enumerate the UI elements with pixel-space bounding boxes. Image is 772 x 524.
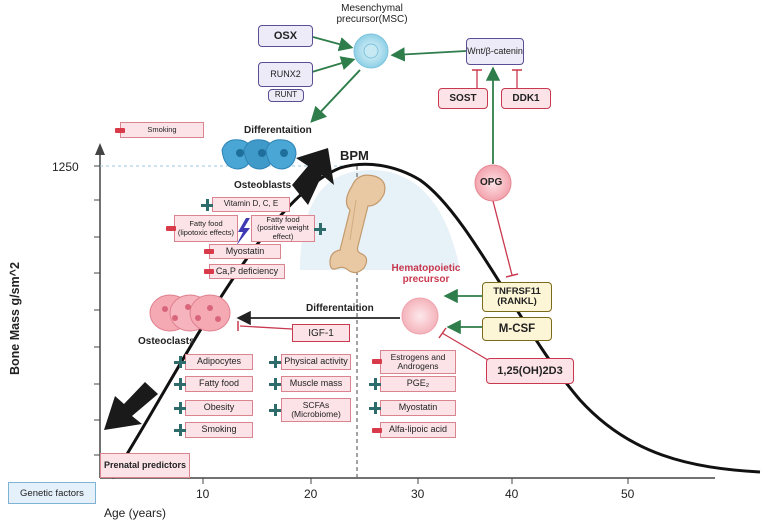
fatty-positive-plus-icon xyxy=(314,223,326,235)
fatty-food-box: Fatty food xyxy=(185,376,253,392)
smoking-plus-icon xyxy=(174,424,186,436)
osx-box: OSX xyxy=(258,25,313,47)
myostatin-bottom-plus-icon xyxy=(369,402,381,414)
scfas-box: SCFAs (Microbiome) xyxy=(281,398,351,422)
peak-gain-arrow xyxy=(292,148,334,205)
genetic-factors-box: Genetic factors xyxy=(8,482,96,504)
pge2-plus-icon xyxy=(369,378,381,390)
prenatal-box: Prenatal predictors xyxy=(100,453,190,478)
vitamin-box: Vitamin D, C, E xyxy=(212,197,290,212)
sost-box: SOST xyxy=(438,88,488,109)
myostatin-top-minus-icon xyxy=(204,249,214,254)
estrogens-minus-icon xyxy=(372,359,382,364)
scfas-plus-icon xyxy=(269,404,281,416)
differentiation-label: Differentaition xyxy=(306,303,374,314)
wnt-to-msc-arrow xyxy=(390,47,467,62)
x-axis-label: Age (years) xyxy=(104,506,167,520)
smoking-top-box: Smoking xyxy=(120,122,204,138)
osteoclasts-label: Osteoclasts xyxy=(138,336,195,347)
opg-label: OPG xyxy=(480,177,503,188)
y-tick-1250: 1250 xyxy=(52,160,79,174)
bpm-label: BPM xyxy=(340,148,369,163)
x-tick-10: 10 xyxy=(196,487,210,501)
runx2-box: RUNX2 xyxy=(258,62,313,87)
y-axis-arrow xyxy=(95,143,105,155)
wnt-box: Wnt/β-catenin xyxy=(466,38,524,65)
osx-to-msc-arrow xyxy=(312,36,354,52)
fatty-lipotoxic-minus-icon xyxy=(166,226,176,231)
ddk1-box: DDK1 xyxy=(501,88,551,109)
osteoclast-cells xyxy=(149,294,231,332)
ca-p-minus-icon xyxy=(204,269,214,274)
hematopoietic-cell xyxy=(401,297,439,335)
lightning-icon xyxy=(236,218,250,246)
x-tick-30: 30 xyxy=(411,487,425,501)
bone-mass-curve xyxy=(110,162,761,479)
y-axis-label: Bone Mass g/sm^2 xyxy=(8,262,22,375)
runt-box: RUNT xyxy=(268,89,304,102)
msc-to-osteoblast-arrow xyxy=(310,69,361,123)
loss-arrow xyxy=(104,382,158,430)
alfa-lipoic-box: Alfa-lipoic acid xyxy=(380,422,456,438)
vitd3-box: 1,25(OH)2D3 xyxy=(486,358,574,384)
igf1-box: IGF-1 xyxy=(292,324,350,342)
muscle-mass-box: Muscle mass xyxy=(281,376,351,392)
physical-activity-box: Physical activity xyxy=(281,354,351,370)
pge2-box: PGE₂ xyxy=(380,376,456,392)
adipocytes-box: Adipocytes xyxy=(185,354,253,370)
mcsf-box: M-CSF xyxy=(482,317,552,341)
muscle-mass-plus-icon xyxy=(269,378,281,390)
myostatin-bottom-box: Myostatin xyxy=(380,400,456,416)
adipocytes-plus-icon xyxy=(174,356,186,368)
fatty-positive-box: Fatty food (positive weight effect) xyxy=(251,215,315,242)
vitamin-plus-icon xyxy=(201,199,213,211)
obesity-box: Obesity xyxy=(185,400,253,416)
femur-bone-illustration xyxy=(329,174,386,274)
smoking-box: Smoking xyxy=(185,422,253,438)
differentiation-top-label: Differentaition xyxy=(244,125,312,136)
osteoblasts-label: Osteoblasts xyxy=(234,180,292,191)
fatty-lipotoxic-box: Fatty food (lipotoxic effects) xyxy=(174,215,238,242)
physical-activity-plus-icon xyxy=(269,356,281,368)
ca-p-box: Ca,P deficiency xyxy=(209,264,285,279)
hematopoietic-label: Hematopoietic precursor xyxy=(391,263,461,285)
x-tick-20: 20 xyxy=(304,487,318,501)
alfa-lipoic-minus-icon xyxy=(372,428,382,433)
x-tick-40: 40 xyxy=(505,487,519,501)
runx2-to-msc-arrow xyxy=(311,56,356,73)
x-tick-50: 50 xyxy=(621,487,635,501)
estrogens-box: Estrogens and Androgens xyxy=(380,350,456,374)
myostatin-top-box: Myostatin xyxy=(209,244,281,259)
msc-label: Mesenchymal precursor(MSC) xyxy=(336,3,408,25)
marrow-glow xyxy=(300,170,460,270)
smoking-top-minus-icon xyxy=(115,128,125,133)
fatty-food-plus-icon xyxy=(174,378,186,390)
obesity-plus-icon xyxy=(174,402,186,414)
osteoblast-cells xyxy=(221,139,297,170)
rankl-box: TNFRSF11 (RANKL) xyxy=(482,282,552,312)
